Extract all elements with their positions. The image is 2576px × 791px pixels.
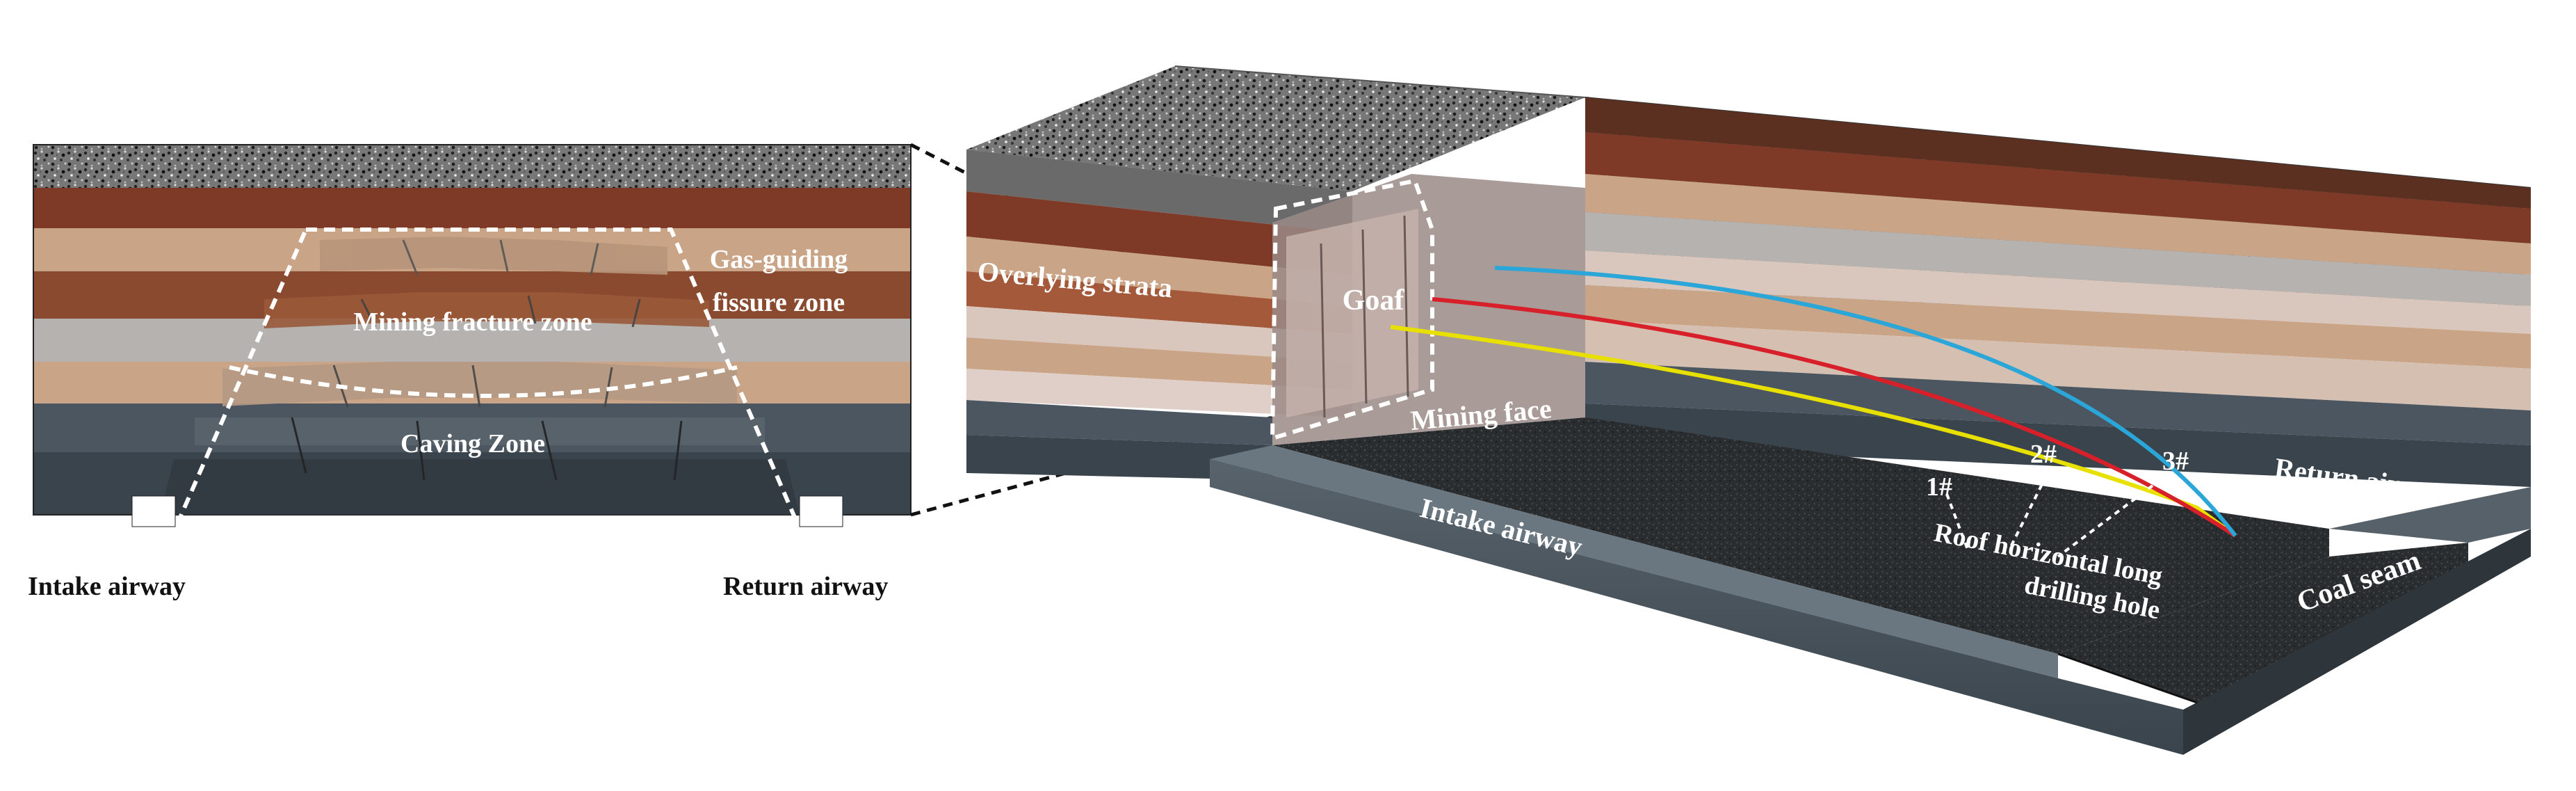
label-cs-intake-airway: Intake airway: [28, 572, 186, 601]
return-airway-surface: [2329, 487, 2531, 543]
borehole-1: [1390, 325, 2237, 538]
borehole-3: [1494, 266, 2237, 537]
top-surface-left: [966, 66, 1585, 191]
cs-broken-blocks: [160, 237, 800, 515]
label-hole-2: 2#: [2030, 440, 2057, 469]
cs-top-rock: [33, 145, 911, 188]
borehole-2: [1432, 297, 2237, 538]
mining-face-floor: [1272, 417, 2329, 654]
label-hole-1: 1#: [1926, 472, 1952, 502]
coal-seam-floor: [2058, 543, 2468, 703]
leader-3: [2057, 472, 2171, 558]
label-cs-return-airway: Return airway: [723, 572, 888, 601]
cs-red-strata: [33, 188, 911, 228]
label-hole-3: 3#: [2162, 447, 2189, 476]
cs-gray-strata: [33, 319, 911, 362]
back-strata-wall: [1585, 97, 2531, 487]
label-caving-zone: Caving Zone: [400, 429, 545, 458]
label-goaf: Goaf: [1343, 285, 1405, 317]
label-gas-guiding-2: fissure zone: [713, 288, 845, 317]
cross-section-panel: Gas-guiding fissure zone Mining fracture…: [28, 144, 912, 601]
cs-return-airway: [799, 495, 843, 527]
gas-guiding-zone-outline: [172, 227, 803, 531]
leader-2: [2008, 465, 2052, 550]
label-gas-guiding-1: Gas-guiding: [710, 245, 848, 274]
goaf-outline: [1270, 178, 1434, 442]
label-mining-fracture-zone: Mining fracture zone: [353, 307, 592, 337]
caving-zone-boundary: [229, 365, 738, 398]
intake-airway-surface: [1210, 445, 2058, 678]
block-model: Overlying strata Goaf Mining face Intake…: [966, 65, 2532, 755]
front-strata-block: [966, 150, 1352, 480]
intake-airway-wall: [1210, 459, 2183, 755]
cs-intake-airway: [131, 495, 176, 527]
